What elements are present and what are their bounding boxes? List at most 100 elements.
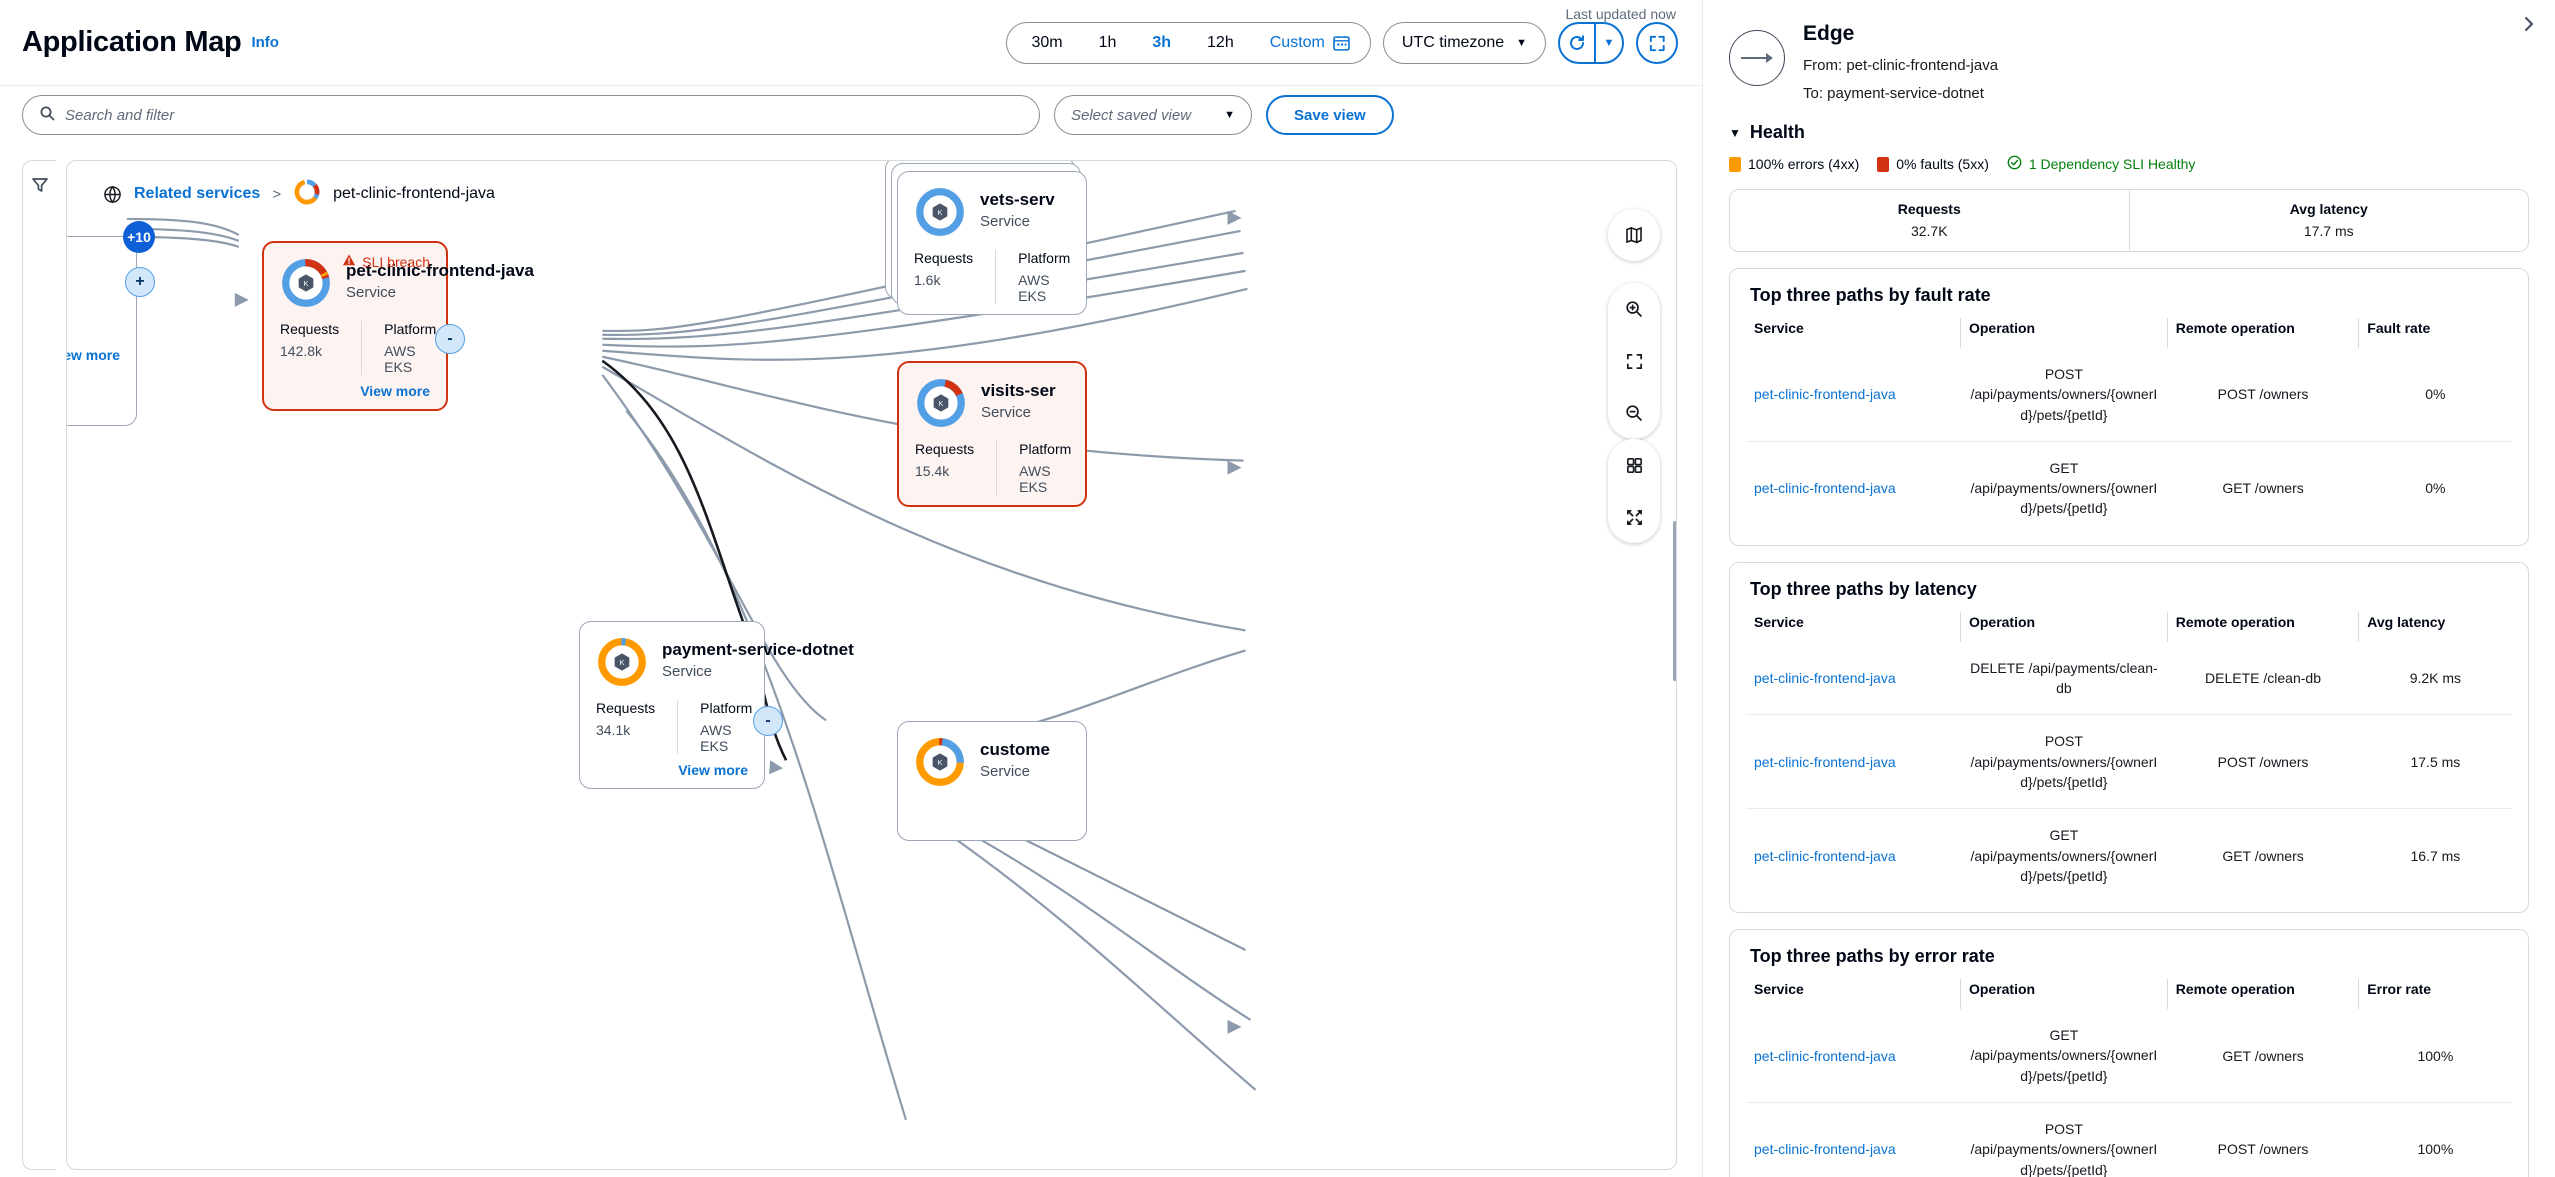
service-health-donut: K [915, 377, 967, 429]
calendar-icon[interactable] [1333, 35, 1364, 52]
card-title: Top three paths by latency [1750, 578, 1977, 599]
node-card-partial-left[interactable]: nary View more [67, 236, 137, 426]
refresh-options-caret[interactable]: ▼ [1594, 24, 1622, 62]
time-range-12h[interactable]: 12h [1207, 34, 1234, 51]
info-link[interactable]: Info [251, 34, 279, 51]
node-card-vets-service[interactable]: K vets-serv Service Requests 1.6k [897, 171, 1087, 315]
health-section-label: Health [1749, 122, 1805, 142]
node-requests-stat: Requests 15.4k [915, 441, 996, 495]
collapse-handle-frontend[interactable]: - [435, 324, 465, 354]
edge-stats-strip: Requests 32.7K Avg latency 17.7 ms [1729, 189, 2529, 252]
kubernetes-icon: K [914, 736, 966, 788]
zoom-in-icon[interactable] [1608, 283, 1660, 335]
fit-view-icon[interactable] [1608, 335, 1660, 387]
search-and-filter[interactable] [22, 95, 1040, 135]
map-canvas[interactable]: Related services > pet-clinic-frontend-j… [66, 160, 1677, 1170]
breadcrumb-current: pet-clinic-frontend-java [333, 185, 495, 202]
table-row: pet-clinic-frontend-java DELETE /api/pay… [1746, 642, 2512, 715]
collapse-handle-payment[interactable]: - [753, 706, 783, 736]
service-link[interactable]: pet-clinic-frontend-java [1754, 753, 1896, 770]
view-more-link[interactable]: View more [678, 762, 748, 778]
filter-funnel-icon[interactable] [30, 175, 50, 1169]
view-more-link[interactable]: View more [67, 347, 120, 363]
hidden-nodes-badge[interactable]: +10 [123, 221, 155, 253]
time-range-custom[interactable]: Custom [1269, 34, 1325, 51]
sli-healthy-label: 1 Dependency SLI Healthy [2028, 156, 2196, 172]
node-card-payment-service-dotnet[interactable]: K payment-service-dotnet Service Request… [579, 621, 854, 789]
breadcrumb-service-donut [293, 178, 321, 211]
col-avg-latency: Avg latency [2367, 613, 2446, 630]
map-zoom-controls [1608, 283, 1660, 439]
latency-table: Service Operation Remote operation Avg l… [1746, 611, 2512, 903]
time-range-1h[interactable]: 1h [1098, 34, 1117, 51]
node-card-customers-service[interactable]: K custome Service [897, 721, 1087, 841]
node-title: vets-serv [980, 190, 1055, 209]
filter-row: Select saved view ▼ Save view [0, 86, 1702, 144]
svg-text:K: K [938, 208, 943, 217]
time-range-3h[interactable]: 3h [1152, 34, 1172, 51]
map-legend-control [1608, 209, 1660, 261]
service-health-donut: K [914, 736, 966, 788]
node-card-pet-clinic-frontend-java[interactable]: K pet-clinic-frontend-java Service SLI b… [262, 241, 534, 411]
chevron-down-icon: ▼ [1516, 37, 1527, 49]
error-rate-cell: 100% [2358, 1102, 2512, 1177]
node-title: payment-service-dotnet [662, 640, 854, 659]
remote-operation-cell: POST /owners [2167, 1102, 2359, 1177]
check-circle-icon [2007, 155, 2022, 173]
node-platform-stat: Platform AWS EKS [995, 250, 1092, 304]
search-input[interactable] [65, 106, 1023, 124]
col-service: Service [1746, 318, 1961, 348]
remote-operation-cell: GET /owners [2167, 808, 2359, 903]
remote-operation-cell: POST /owners [2217, 386, 2309, 403]
node-subtitle: Service [980, 763, 1031, 780]
errors-label: 100% errors (4xx) [1748, 156, 1860, 172]
time-range-30m[interactable]: 30m [1031, 34, 1063, 51]
service-link[interactable]: pet-clinic-frontend-java [1754, 670, 1896, 687]
service-link[interactable]: pet-clinic-frontend-java [1754, 480, 1896, 497]
operation-cell: POST /api/payments/owners/{ownerId}/pets… [1960, 714, 2168, 809]
zoom-out-icon[interactable] [1608, 387, 1660, 439]
time-range-selector: 30m 1h 3h 12h Custom [1006, 22, 1371, 64]
edge-to: To: payment-service-dotnet [1803, 85, 1984, 102]
panel-resize-handle[interactable] [1673, 521, 1676, 681]
timezone-label: UTC timezone [1401, 34, 1505, 51]
grid-layout-icon[interactable] [1608, 439, 1660, 491]
service-link[interactable]: pet-clinic-frontend-java [1754, 847, 1896, 864]
service-link[interactable]: pet-clinic-frontend-java [1754, 386, 1896, 403]
view-more-link[interactable]: View more [360, 383, 430, 399]
chevron-right-icon[interactable] [2521, 14, 2537, 40]
error-rate-cell: 100% [2417, 1047, 2454, 1064]
save-view-button[interactable]: Save view [1266, 95, 1394, 135]
requests-label: Requests [915, 441, 975, 457]
fullscreen-button[interactable] [1636, 22, 1678, 64]
breadcrumb-related-services[interactable]: Related services [134, 185, 261, 202]
expand-handle[interactable]: + [125, 267, 155, 297]
platform-label: Platform [700, 700, 753, 716]
table-row: pet-clinic-frontend-java POST /api/payme… [1746, 348, 2512, 441]
warning-icon [342, 253, 356, 270]
node-card-visits-service[interactable]: K visits-ser Service Requests 15.4k [897, 361, 1087, 507]
health-section-header[interactable]: ▼ Health [1703, 102, 2555, 143]
service-link[interactable]: pet-clinic-frontend-java [1754, 1047, 1896, 1064]
node-title: pet-clinic-frontend-java [346, 261, 534, 280]
kubernetes-icon: K [280, 257, 332, 309]
platform-label: Platform [1018, 250, 1071, 266]
node-subtitle: Service [662, 663, 713, 680]
stat-latency-label: Avg latency [2289, 201, 2368, 217]
service-link[interactable]: pet-clinic-frontend-java [1754, 1141, 1896, 1158]
map-legend-icon[interactable] [1608, 209, 1660, 261]
service-health-donut: K [914, 186, 966, 238]
saved-view-select[interactable]: Select saved view ▼ [1054, 95, 1252, 135]
table-row: pet-clinic-frontend-java GET /api/paymen… [1746, 440, 2512, 535]
node-requests-stat: Requests 142.8k [280, 321, 361, 375]
kubernetes-icon: K [596, 636, 648, 688]
svg-text:K: K [620, 658, 625, 667]
refresh-split-button: ▼ [1558, 22, 1624, 64]
col-fault-rate: Fault rate [2367, 320, 2431, 336]
refresh-icon[interactable] [1560, 24, 1594, 62]
fault-rate-cell: 0% [2425, 386, 2446, 403]
arrow-right-icon [1729, 30, 1785, 86]
expand-nodes-icon[interactable] [1608, 491, 1660, 543]
timezone-select[interactable]: UTC timezone ▼ [1382, 22, 1546, 64]
table-row: pet-clinic-frontend-java GET /api/paymen… [1746, 1009, 2512, 1102]
